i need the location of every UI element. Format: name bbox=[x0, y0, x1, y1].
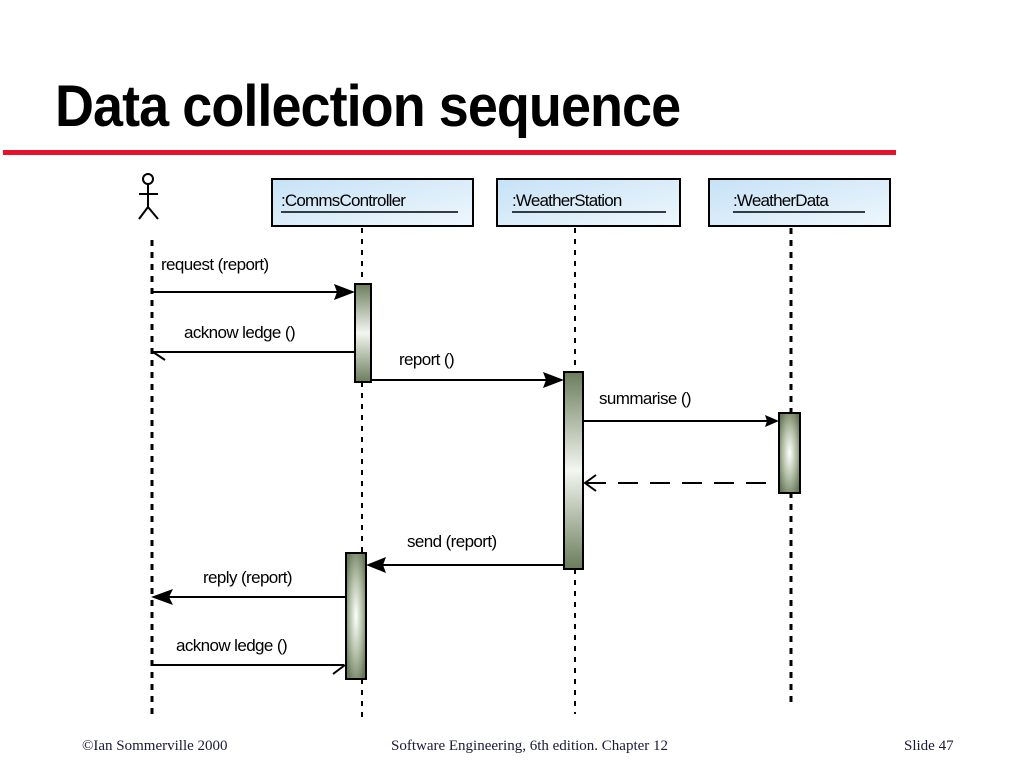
object-weather-station: :WeatherStation bbox=[496, 178, 681, 227]
slide-title: Data collection sequence bbox=[55, 74, 681, 139]
message-label: request (report) bbox=[161, 255, 269, 274]
message-reply-report: reply (report) bbox=[151, 568, 346, 605]
object-label: :WeatherData bbox=[733, 191, 829, 210]
activation-comms-1 bbox=[354, 283, 372, 383]
message-request-report: request (report) bbox=[152, 255, 355, 300]
message-label: summarise () bbox=[599, 389, 691, 408]
message-label: acknow ledge () bbox=[176, 636, 287, 655]
message-summarise: summarise () bbox=[583, 389, 779, 427]
object-comms-controller: :CommsController bbox=[271, 178, 474, 227]
message-dashed-return bbox=[583, 474, 779, 492]
footer-slide-number: Slide 47 bbox=[904, 738, 954, 754]
footer-copyright: ©Ian Sommerville 2000 bbox=[82, 738, 228, 754]
message-label: report () bbox=[399, 350, 454, 369]
title-underline bbox=[3, 150, 896, 155]
message-send-report: send (report) bbox=[366, 532, 564, 573]
object-weather-data: :WeatherData bbox=[708, 178, 891, 227]
activation-station bbox=[563, 371, 584, 570]
message-label: reply (report) bbox=[203, 568, 292, 587]
activation-data bbox=[778, 412, 801, 494]
footer-book-title: Software Engineering, 6th edition. Chapt… bbox=[391, 738, 669, 754]
message-acknowledge-2: acknow ledge () bbox=[152, 636, 346, 675]
actor-stick-figure-icon bbox=[138, 173, 159, 220]
message-acknowledge-1: acknow ledge () bbox=[152, 323, 355, 361]
message-report: report () bbox=[371, 350, 564, 388]
message-label: acknow ledge () bbox=[184, 323, 295, 342]
object-label: :WeatherStation bbox=[512, 191, 622, 210]
object-label: :CommsController bbox=[281, 191, 406, 210]
message-label: send (report) bbox=[407, 532, 497, 551]
activation-comms-2 bbox=[345, 552, 367, 680]
